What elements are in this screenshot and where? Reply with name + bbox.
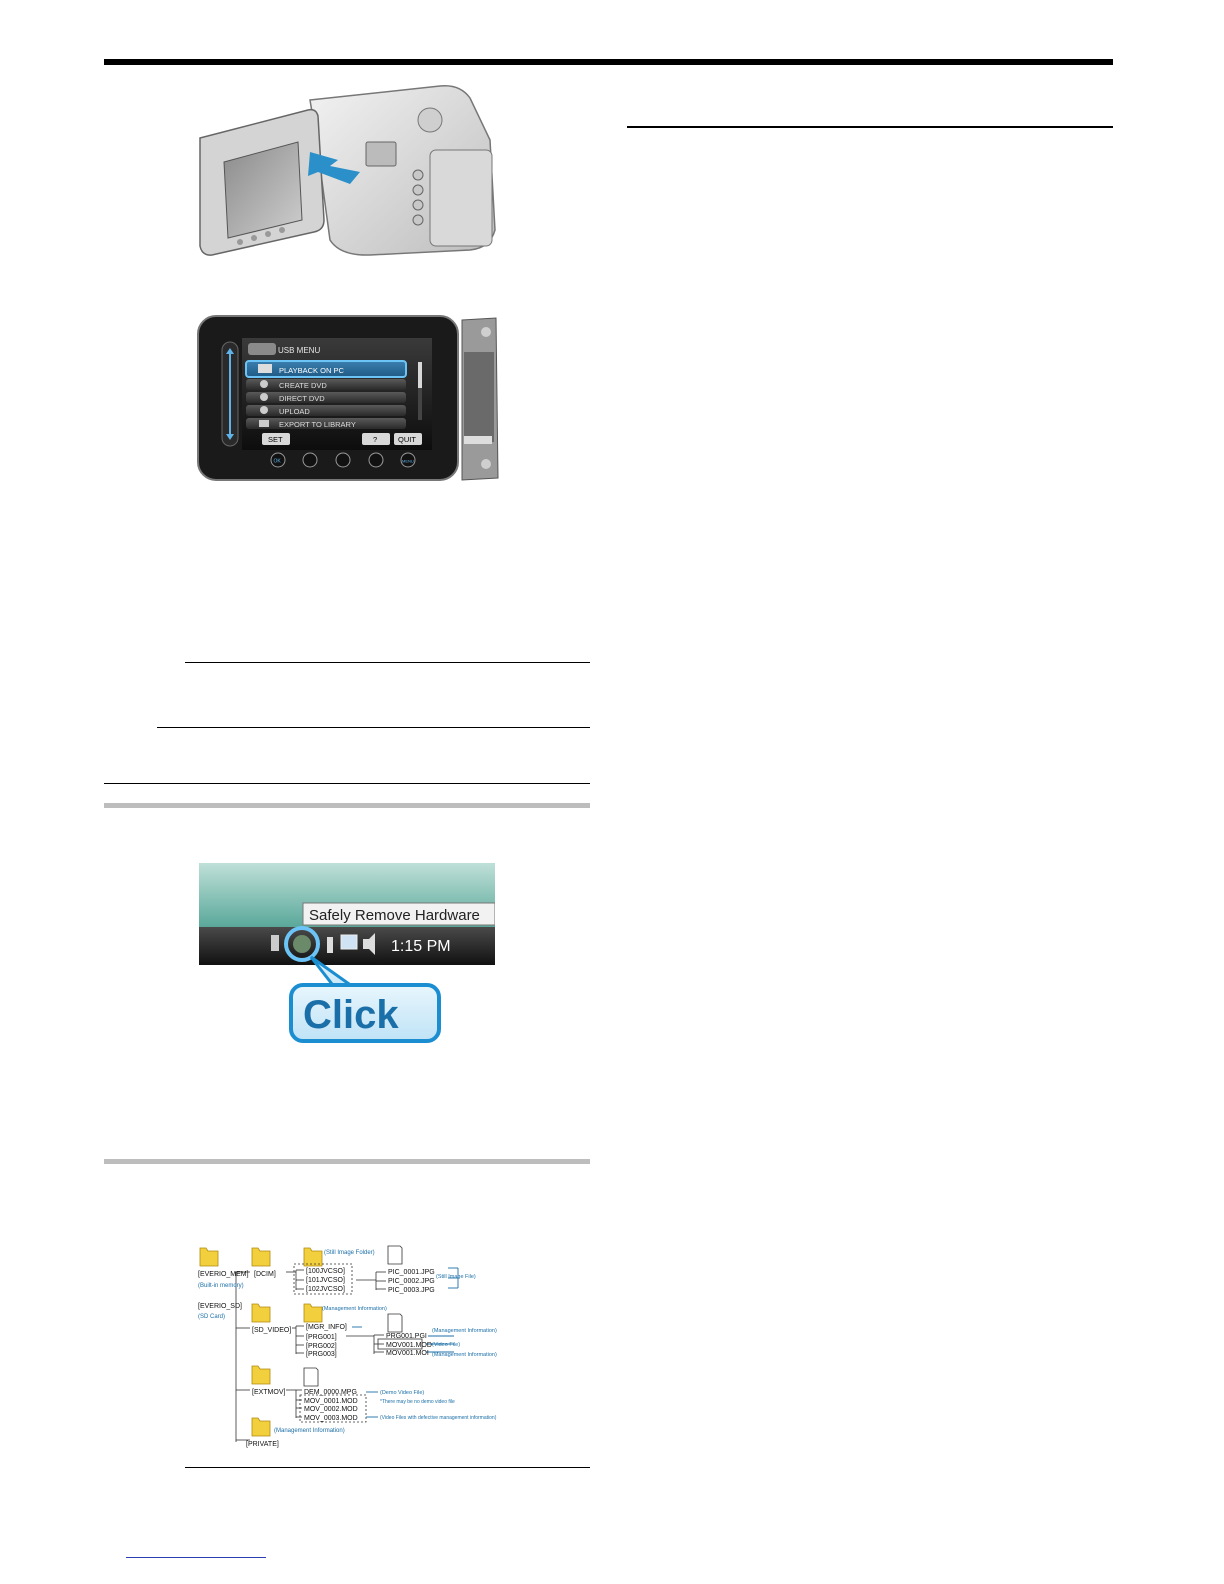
monitor-icon (340, 934, 358, 950)
file-pic-0001: PIC_0001.JPG (388, 1269, 435, 1276)
file-dem-0000: DEM_0000.MPG (304, 1389, 357, 1396)
file-pic-0003: PIC_0003.JPG (388, 1287, 435, 1294)
folder-icon (251, 1247, 271, 1267)
folder-private: [PRIVATE] (246, 1441, 279, 1448)
footer-link-underline[interactable] (126, 1557, 266, 1558)
right-column-rule (627, 126, 1113, 128)
hardware-button[interactable] (302, 452, 318, 468)
menu-item-upload[interactable]: UPLOAD (279, 407, 310, 416)
folder-icon (251, 1303, 271, 1323)
folder-102jvcso: [102JVCSO] (306, 1286, 345, 1293)
bottom-rule (185, 1467, 590, 1468)
folder-icon (251, 1417, 271, 1437)
menu-item-create-dvd[interactable]: CREATE DVD (279, 381, 327, 390)
label-management-information-moi: (Management Information) (432, 1352, 497, 1358)
label-still-image-folder: (Still Image Folder) (324, 1250, 375, 1256)
menu-button-label: MENU (402, 459, 414, 464)
file-icon (303, 1367, 319, 1387)
note-sd-card: (SD Card) (198, 1314, 225, 1320)
set-button-label: SET (268, 435, 283, 444)
file-mov-0001: MOV_0001.MOD (304, 1398, 358, 1405)
file-icon (387, 1313, 403, 1333)
help-button[interactable] (362, 433, 390, 445)
label-demo-video-file: (Demo Video File) (380, 1390, 424, 1396)
folder-icon (199, 1247, 219, 1267)
note-rule-2 (157, 727, 590, 728)
section-divider-2 (104, 1159, 590, 1164)
hardware-button[interactable] (368, 452, 384, 468)
folder-prg003: [PRG003] (306, 1351, 337, 1358)
root-everio-sd: [EVERIO_SD] (198, 1303, 242, 1310)
folder-prg002: [PRG002] (306, 1343, 337, 1350)
file-mov-0003: MOV_0003.MOD (304, 1415, 358, 1422)
note-rule-1 (185, 662, 590, 663)
camcorder-open-lcd-illustration (190, 80, 500, 258)
folder-mgr-info: [MGR_INFO] (306, 1324, 347, 1331)
usb-menu-screen-illustration: USB MENU PLAYBACK ON PC CREATE DVD DIREC… (196, 312, 500, 484)
label-still-image-file: (Still Image File) (436, 1274, 476, 1280)
root-everio-mem: [EVERIO_MEM] (198, 1271, 249, 1278)
file-mov001-mod: MOV001.MOD (386, 1342, 432, 1349)
ok-button-label: OK (274, 459, 282, 465)
quit-button[interactable] (394, 433, 422, 445)
library-icon (259, 420, 269, 427)
folder-prg001: [PRG001] (306, 1334, 337, 1341)
taskbar-clock: 1:15 PM (391, 938, 451, 955)
quit-button-label: QUIT (398, 435, 416, 444)
label-private-management-information: (Management Information) (274, 1428, 345, 1434)
click-callout-label: Click (303, 993, 399, 1037)
folder-sd-video: [SD_VIDEO] (252, 1327, 291, 1334)
folder-icon (303, 1247, 323, 1267)
folder-icon (303, 1303, 323, 1323)
taskbar-screenshot: Safely Remove Hardware 1:15 PM Click (199, 863, 496, 1045)
folder-tree-diagram: [EVERIO_MEM] [EVERIO_SD] [DCIM] [100JVCS… (196, 1242, 500, 1454)
menu-scrollbar[interactable] (418, 362, 422, 388)
folder-dcim: [DCIM] (254, 1271, 276, 1278)
upload-icon (260, 406, 268, 414)
help-button-label: ? (373, 435, 377, 444)
speaker-icon (363, 933, 375, 955)
disc-icon (260, 393, 268, 401)
file-prg001-pgi: PRG001.PGI (386, 1333, 427, 1340)
file-icon (387, 1245, 403, 1265)
set-button[interactable] (262, 433, 290, 445)
header-rule (104, 59, 1113, 65)
label-management-information-pgi: (Management Information) (432, 1328, 497, 1334)
section-divider-1 (104, 803, 590, 808)
tooltip-text: Safely Remove Hardware (309, 907, 480, 924)
network-icon (271, 935, 279, 951)
safely-remove-hardware-icon[interactable] (293, 935, 311, 953)
folder-101jvcso: [101JVCSO] (306, 1277, 345, 1284)
file-mov-0002: MOV_0002.MOD (304, 1406, 358, 1413)
folder-extmov: [EXTMOV] (252, 1389, 286, 1396)
folder-icon (251, 1365, 271, 1385)
note-built-in-memory: (Built-in memory) (198, 1283, 244, 1289)
flag-icon (327, 937, 333, 953)
hardware-button[interactable] (335, 452, 351, 468)
note-no-demo-file: *There may be no demo video file (380, 1399, 455, 1405)
usb-menu-title: USB MENU (278, 346, 320, 355)
disc-icon (260, 380, 268, 388)
menu-item-playback-on-pc[interactable]: PLAYBACK ON PC (279, 366, 344, 375)
file-mov001-moi: MOV001.MOI (386, 1350, 429, 1357)
menu-item-export-to-library[interactable]: EXPORT TO LIBRARY (279, 420, 356, 429)
folder-100jvcso: [100JVCSO] (306, 1268, 345, 1275)
label-video-file: (Video File) (432, 1342, 460, 1348)
file-pic-0002: PIC_0002.JPG (388, 1278, 435, 1285)
note-rule-3 (104, 783, 590, 784)
label-management-information: (Management Information) (322, 1306, 387, 1312)
label-defective-video-files: (Video Files with defective management i… (380, 1415, 497, 1421)
menu-item-direct-dvd[interactable]: DIRECT DVD (279, 394, 325, 403)
